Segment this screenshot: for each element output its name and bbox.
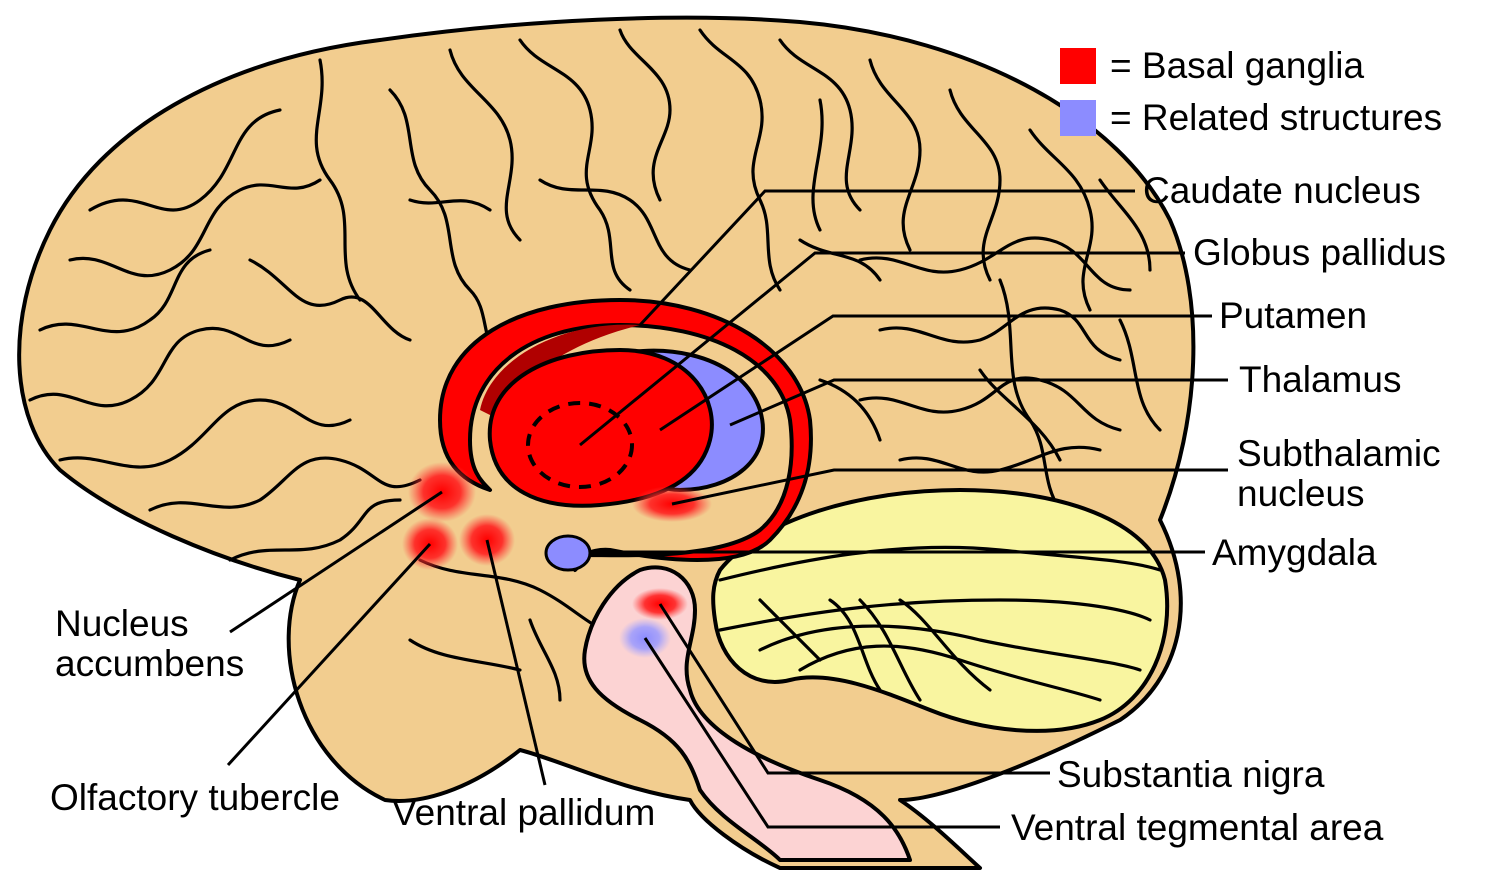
legend-label-basal-ganglia: = Basal ganglia: [1110, 45, 1364, 86]
label-caudate-nucleus: Caudate nucleus: [1143, 170, 1421, 211]
label-ventral-pallidum: Ventral pallidum: [392, 792, 655, 833]
amygdala: [546, 536, 590, 570]
label-putamen: Putamen: [1219, 295, 1367, 336]
legend-swatch-related: [1060, 100, 1096, 136]
label-globus-pallidus: Globus pallidus: [1193, 232, 1446, 273]
label-subthalamic-1: Subthalamic: [1237, 433, 1441, 474]
label-ventral-tegmental-area: Ventral tegmental area: [1011, 807, 1384, 848]
label-thalamus: Thalamus: [1239, 359, 1401, 400]
label-subthalamic-2: nucleus: [1237, 473, 1365, 514]
label-substantia-nigra: Substantia nigra: [1057, 754, 1325, 795]
legend-label-related: = Related structures: [1110, 97, 1442, 138]
label-amygdala: Amygdala: [1212, 532, 1377, 573]
label-olfactory-tubercle: Olfactory tubercle: [50, 777, 340, 818]
label-nucleus-accumbens-2: accumbens: [55, 643, 244, 684]
label-nucleus-accumbens-1: Nucleus: [55, 603, 189, 644]
legend-swatch-basal-ganglia: [1060, 48, 1096, 84]
